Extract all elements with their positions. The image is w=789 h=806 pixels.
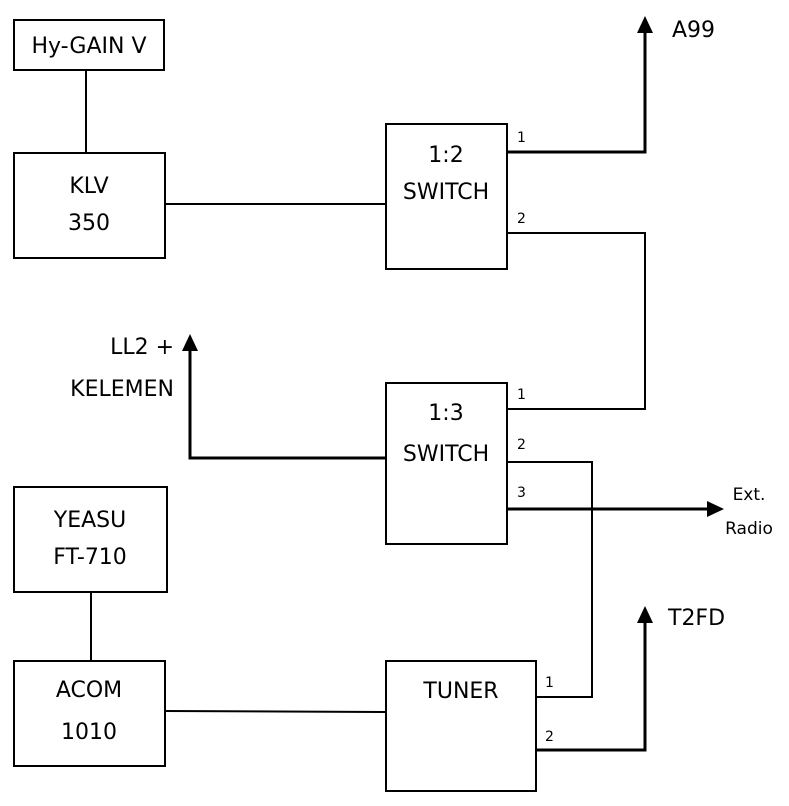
klv-label-line2: 350	[68, 211, 110, 236]
ll2-label-line1: LL2 +	[110, 335, 174, 360]
acom-label-line2: 1010	[61, 720, 117, 745]
tuner-port2-label: 2	[545, 729, 554, 745]
a99-label: A99	[672, 18, 715, 43]
switch12-port1-label: 1	[517, 130, 526, 146]
acom-block: ACOM 1010	[13, 660, 166, 767]
wire-switch13-ll2	[188, 350, 386, 460]
t2fd-label: T2FD	[667, 606, 725, 631]
hygain-block: Hy-GAIN V	[13, 19, 165, 71]
tuner-port1-label: 1	[545, 675, 554, 691]
switch12-block: 1:2 SWITCH	[385, 123, 508, 270]
switch13-port2-label: 2	[517, 437, 526, 453]
switch12-port2-label: 2	[517, 211, 526, 227]
arrowhead-t2fd	[637, 606, 653, 623]
ext-radio-label-line1: Ext.	[733, 485, 766, 505]
tuner-block: TUNER	[385, 660, 537, 792]
ext-radio-label-line2: Radio	[725, 519, 773, 539]
klv-label-line1: KLV	[69, 174, 108, 199]
wire-switch13-port2-tuner-port1	[507, 461, 593, 698]
switch12-label-line2: SWITCH	[403, 180, 489, 205]
wire-switch12-port1-a99	[507, 32, 647, 154]
wire-tuner-port2-t2fd	[536, 622, 647, 752]
yaesu-block: YEASU FT-710	[13, 486, 168, 593]
wire-acom-tuner	[164, 710, 387, 713]
arrowhead-a99	[637, 16, 653, 33]
switch12-label-line1: 1:2	[428, 143, 463, 168]
arrowhead-ext-radio	[707, 501, 724, 517]
yaesu-label-line2: FT-710	[53, 545, 127, 570]
switch13-port1-label: 1	[517, 387, 526, 403]
tuner-label: TUNER	[422, 679, 498, 704]
arrowhead-ll2	[182, 334, 198, 351]
switch13-port3-label: 3	[517, 485, 526, 501]
klv-block: KLV 350	[13, 152, 166, 259]
acom-label-line1: ACOM	[56, 678, 122, 703]
switch13-block: 1:3 SWITCH	[385, 382, 508, 545]
switch13-label-line1: 1:3	[428, 401, 463, 426]
ll2-label-line2: KELEMEN	[70, 377, 174, 402]
hygain-label: Hy-GAIN V	[31, 34, 146, 59]
wire-switch12-port2-switch13-port1	[507, 232, 646, 410]
switch13-label-line2: SWITCH	[403, 442, 489, 467]
yaesu-label-line1: YEASU	[53, 508, 126, 533]
